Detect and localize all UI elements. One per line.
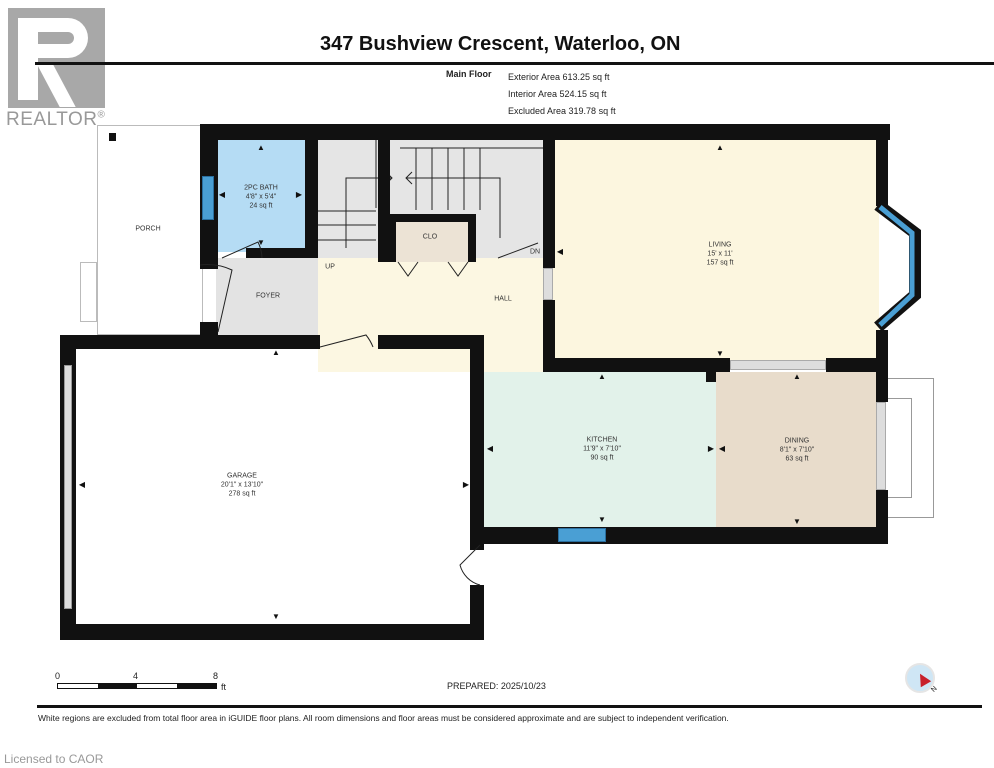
room-living [553, 140, 879, 362]
window [558, 528, 606, 542]
license-text: Licensed to CAOR [4, 752, 104, 766]
bay-window [874, 200, 921, 332]
room-hall [318, 258, 548, 372]
clo-label: CLO [422, 233, 438, 241]
page-title: 347 Bushview Crescent, Waterloo, ON [320, 33, 681, 55]
room-bath [216, 140, 306, 252]
room-porch [97, 125, 203, 335]
room-clo [388, 214, 476, 262]
room-foyer [216, 258, 318, 336]
floor-label: Main Floor [446, 69, 492, 79]
window [202, 176, 214, 220]
prepared-date: PREPARED: 2025/10/23 [447, 681, 546, 691]
up-label: UP [325, 263, 335, 271]
footer-rule [37, 705, 982, 708]
realtor-logo [8, 8, 105, 108]
wall [200, 124, 890, 140]
scale-bar [57, 683, 217, 689]
doors [199, 241, 539, 586]
realtor-logo-text: REALTOR® [6, 109, 106, 130]
room-kitchen [484, 372, 716, 527]
foyer-label: FOYER [255, 292, 281, 300]
hall-label: HALL [494, 295, 512, 303]
compass-icon [905, 663, 935, 693]
dn-label: DN [529, 248, 541, 256]
header-rule [35, 62, 994, 65]
porch-label: PORCH [135, 225, 161, 233]
disclaimer: White regions are excluded from total fl… [38, 713, 729, 723]
room-dining [716, 372, 878, 529]
